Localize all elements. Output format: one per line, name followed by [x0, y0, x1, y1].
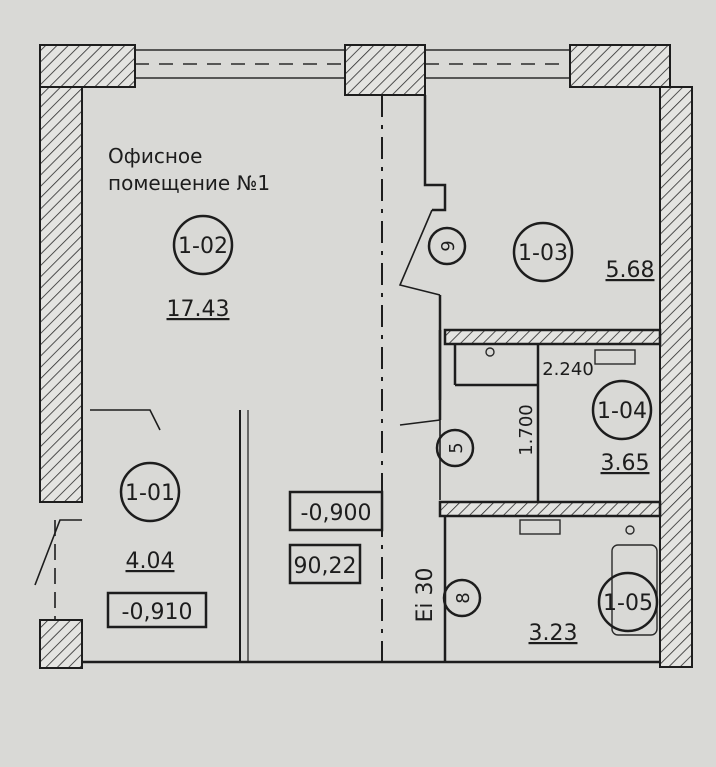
sink-icon [519, 519, 561, 535]
room-area-1-05: 3.23 [529, 621, 578, 646]
partitions [82, 95, 662, 664]
title-line-1: Офисное [108, 144, 202, 168]
door-mark-8: 8 [453, 592, 474, 603]
room-area-1-01: 4.04 [126, 549, 175, 574]
fire-rating-mark: Ei 30 [413, 568, 438, 623]
dimension-height: 1.700 [516, 404, 537, 456]
sink-icon-2 [594, 349, 636, 365]
title-line-2: помещение №1 [108, 171, 270, 195]
level-entry: -0,910 [122, 600, 193, 625]
door-mark-9: 9 [438, 240, 459, 251]
room-id-1-03: 1-03 [518, 241, 568, 266]
drain-icon-2 [485, 347, 495, 357]
total-area: 90,22 [294, 554, 357, 579]
bathtub-icon [611, 544, 658, 636]
room-area-1-04: 3.65 [601, 451, 650, 476]
level-main: -0,900 [301, 501, 372, 526]
room-id-1-02: 1-02 [178, 234, 228, 259]
door-swings [34, 209, 441, 620]
room-area-1-03: 5.68 [606, 258, 655, 283]
room-area-1-02: 17.43 [167, 297, 230, 322]
room-id-1-05: 1-05 [603, 591, 653, 616]
room-circles [119, 214, 659, 633]
exterior-walls [39, 44, 693, 669]
dimension-width: 2.240 [542, 359, 594, 380]
room-id-1-01: 1-01 [125, 481, 175, 506]
drain-icon [625, 525, 635, 535]
level-boxes [106, 490, 384, 629]
room-id-1-04: 1-04 [597, 399, 647, 424]
fixtures [485, 347, 658, 636]
door-mark-5: 5 [446, 442, 467, 453]
